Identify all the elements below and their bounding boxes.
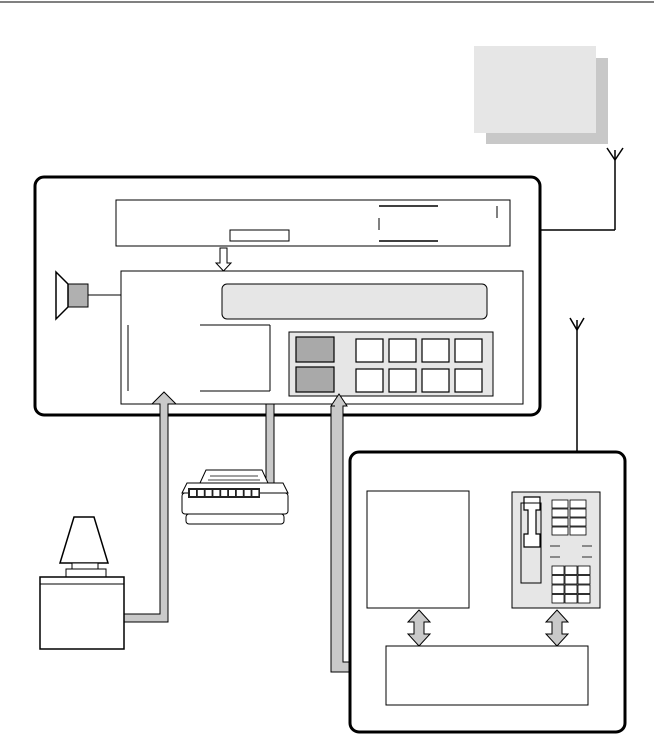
phone-key: [551, 584, 565, 594]
key-pad: [288, 331, 494, 397]
printer-icon: [181, 469, 289, 525]
small-key: [454, 338, 483, 363]
external-box: [474, 46, 608, 144]
phone-key: [569, 526, 587, 536]
antenna-remote: [569, 317, 585, 452]
phone-key: [551, 526, 569, 536]
phone-key: [577, 584, 591, 594]
speaker-icon: [55, 270, 121, 321]
small-key: [388, 338, 417, 363]
printer-key: [221, 490, 228, 496]
phone-key: [564, 584, 578, 594]
printer-key: [197, 490, 204, 496]
phone-key: [551, 499, 569, 509]
external-box-front: [474, 46, 596, 133]
phone-key: [577, 565, 591, 575]
phone-key: [569, 508, 587, 518]
large-key: [295, 336, 335, 363]
remote-screen: [366, 490, 470, 609]
receiver-strip: [115, 199, 511, 247]
phone-key: [564, 565, 578, 575]
telephone-icon: [511, 491, 601, 609]
phone-key: [564, 575, 578, 585]
inner-panel: [127, 324, 271, 392]
printer-key: [205, 490, 212, 496]
small-key: [355, 338, 384, 363]
printer-key: [236, 490, 243, 496]
antenna-top: [606, 147, 624, 230]
printer-key: [252, 490, 259, 496]
phone-key: [551, 508, 569, 518]
small-key: [421, 368, 450, 393]
small-key: [388, 368, 417, 393]
printer-key: [213, 490, 220, 496]
phone-key: [577, 594, 591, 604]
small-key: [454, 368, 483, 393]
phone-key: [551, 517, 569, 527]
printer-key: [244, 490, 251, 496]
large-key: [295, 366, 335, 393]
phone-key: [551, 565, 565, 575]
phone-key: [577, 575, 591, 585]
phone-key: [569, 499, 587, 509]
lamp-device-icon: [39, 516, 125, 650]
remote-interface-box: [385, 645, 589, 706]
small-key: [421, 338, 450, 363]
small-key: [355, 368, 384, 393]
remote-unit: [348, 450, 627, 734]
phone-key: [551, 575, 565, 585]
device-to-control-arrow: [123, 391, 178, 623]
phone-key: [551, 594, 565, 604]
main-unit: [33, 175, 542, 417]
printer-key: [229, 490, 235, 496]
receiver-slot: [229, 229, 290, 242]
phone-key: [569, 517, 587, 527]
receiver-to-control-arrow: [214, 247, 233, 272]
phone-key: [564, 594, 578, 604]
printer-key: [190, 490, 196, 496]
display-bar: [221, 283, 488, 320]
